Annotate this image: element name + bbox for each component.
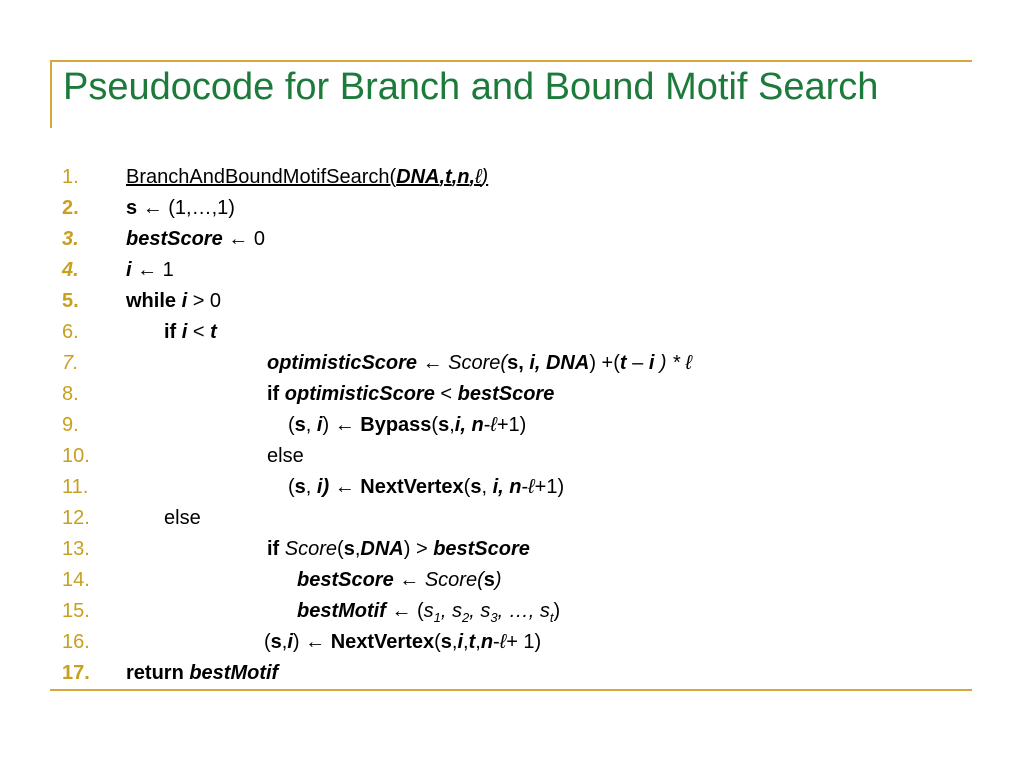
- line-number: 4.: [62, 259, 79, 281]
- code-text: else: [164, 507, 201, 529]
- code-text: optimisticScore ← Score(s, i, DNA) +(t –…: [267, 352, 692, 374]
- code-text: bestMotif ← (s1, s2, s3, …, st): [297, 600, 561, 625]
- left-arrow-icon: ←: [137, 259, 158, 281]
- line-number: 17.: [62, 662, 90, 684]
- line-number: 1.: [62, 166, 79, 188]
- line-number: 5.: [62, 290, 79, 312]
- line-number: 15.: [62, 600, 90, 622]
- line-number: 12.: [62, 507, 90, 529]
- line-number: 10.: [62, 445, 90, 467]
- footer-rule: [50, 689, 972, 691]
- code-text: if i < t: [164, 321, 217, 343]
- line-number: 11.: [62, 476, 89, 498]
- left-arrow-icon: ←: [422, 352, 443, 374]
- code-text: (s, i) ← NextVertex(s, i, n-ℓ+1): [288, 476, 565, 498]
- code-text: while i > 0: [126, 290, 222, 312]
- code-text: bestScore ← 0: [126, 228, 265, 250]
- code-text: (s, i) ← Bypass(s,i, n-ℓ+1): [288, 414, 527, 436]
- line-number: 7.: [62, 352, 79, 374]
- slide-title: Pseudocode for Branch and Bound Motif Se…: [63, 66, 879, 108]
- line-number: 6.: [62, 321, 79, 343]
- code-text: i ← 1: [126, 259, 174, 281]
- left-arrow-icon: ←: [399, 569, 420, 591]
- title-rule: [50, 60, 972, 62]
- title-side-rule: [50, 60, 52, 128]
- left-arrow-icon: ←: [334, 476, 355, 498]
- code-text: bestScore ← Score(s): [297, 569, 502, 591]
- line-number: 8.: [62, 383, 79, 405]
- code-text: (s,i) ← NextVertex(s,i,t,n-ℓ+ 1): [264, 631, 542, 653]
- code-text: else: [267, 445, 304, 467]
- code-text: s ← (1,…,1): [126, 197, 235, 219]
- code-text: if Score(s,DNA) > bestScore: [267, 538, 530, 560]
- code-text: if optimisticScore < bestScore: [267, 383, 555, 405]
- left-arrow-icon: ←: [305, 631, 326, 653]
- line-number: 14.: [62, 569, 90, 591]
- code-text: return bestMotif: [126, 662, 279, 684]
- line-number: 9.: [62, 414, 79, 436]
- line-number: 3.: [62, 228, 79, 250]
- left-arrow-icon: ←: [334, 414, 355, 436]
- line-number: 16.: [62, 631, 90, 653]
- left-arrow-icon: ←: [228, 228, 249, 250]
- code-text: BranchAndBoundMotifSearch(DNA,t,n,ℓ): [126, 166, 489, 188]
- line-number: 2.: [62, 197, 79, 219]
- line-number: 13.: [62, 538, 90, 560]
- left-arrow-icon: ←: [391, 600, 412, 622]
- left-arrow-icon: ←: [142, 197, 163, 219]
